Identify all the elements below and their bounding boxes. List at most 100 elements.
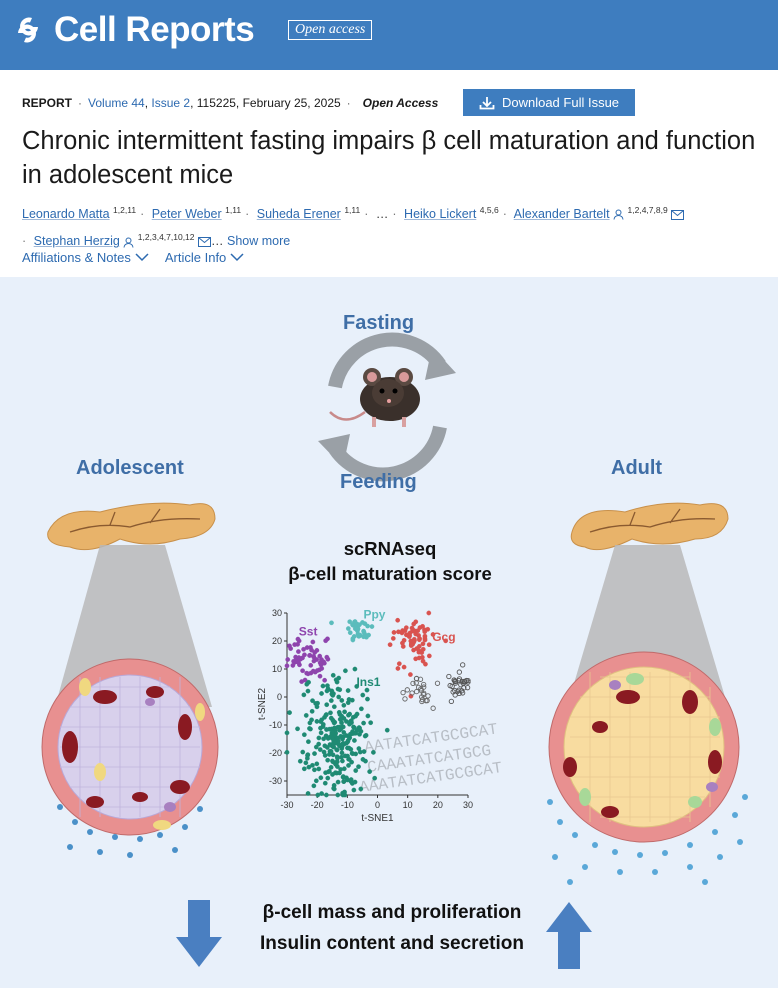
author-link[interactable]: Stephan Herzig <box>33 234 120 249</box>
y-tick-label: 20 <box>272 636 282 646</box>
scatter-point <box>308 645 313 650</box>
email-icon[interactable] <box>671 209 685 220</box>
scatter-point <box>328 698 334 703</box>
scatter-point <box>284 730 290 736</box>
author-affiliations: 1,2,4,7,8,9 <box>627 205 668 215</box>
scatter-point <box>337 687 343 693</box>
scatter-point <box>413 631 419 637</box>
scatter-point <box>400 689 406 696</box>
scatter-point <box>320 683 326 689</box>
scatter-point <box>297 758 303 764</box>
x-tick-label: -20 <box>311 800 324 810</box>
scatter-point <box>413 688 420 695</box>
scatter-point <box>314 648 320 653</box>
cell-reports-logo[interactable]: Cell Reports <box>10 10 255 50</box>
scatter-point <box>430 632 436 637</box>
scatter-point <box>327 768 332 774</box>
y-tick-label: -10 <box>269 720 282 730</box>
scatter-point <box>308 663 314 668</box>
author-link[interactable]: Heiko Lickert <box>404 207 477 222</box>
scatter-point <box>319 691 324 696</box>
author-affiliations: 1,11 <box>225 205 242 215</box>
graphical-abstract: AATATCATGCGCAT CAAATATCATGCG AAATATCATGC… <box>0 277 778 988</box>
scatter-point <box>330 752 336 758</box>
author-link[interactable]: Peter Weber <box>151 207 222 222</box>
journal-name: Cell Reports <box>54 10 255 49</box>
download-full-issue-button[interactable]: Download Full Issue <box>463 89 635 116</box>
scatter-point <box>350 622 355 628</box>
scatter-point <box>340 774 346 779</box>
cluster-label: Sst <box>299 624 318 638</box>
scatter-point <box>411 647 416 653</box>
scatter-point <box>313 778 319 784</box>
scatter-point <box>351 787 357 793</box>
y-tick-label: 0 <box>277 692 282 702</box>
scatter-point <box>426 642 432 648</box>
open-access-label: Open Access <box>362 96 439 110</box>
scatter-point <box>351 725 357 731</box>
tab-article-info[interactable]: Article Info <box>165 250 244 265</box>
scatter-point <box>305 688 311 694</box>
scatter-point <box>314 761 320 767</box>
scatter-point <box>352 666 358 672</box>
x-axis-label: t-SNE1 <box>361 813 394 824</box>
scatter-point <box>365 713 371 719</box>
scatter-point <box>465 679 471 685</box>
scatter-point <box>316 735 322 741</box>
download-label: Download Full Issue <box>501 95 620 110</box>
scatter-point <box>338 734 344 739</box>
chevron-down-icon <box>135 253 149 262</box>
scatter-point <box>425 693 431 699</box>
scatter-point <box>337 770 342 776</box>
scatter-point <box>321 749 327 755</box>
download-icon <box>479 96 495 109</box>
scatter-point <box>345 688 351 693</box>
tab-affiliations[interactable]: Affiliations & Notes <box>22 250 149 265</box>
email-icon[interactable] <box>198 237 211 248</box>
scatter-point <box>302 652 307 658</box>
scatter-point <box>410 680 416 687</box>
scatter-point <box>305 791 311 796</box>
show-more-link[interactable]: Show more <box>226 234 291 249</box>
scatter-point <box>301 732 307 738</box>
separator: · <box>392 207 397 222</box>
scatter-point <box>287 710 292 715</box>
scatter-point <box>361 634 366 640</box>
author-ellipsis: … <box>211 234 224 249</box>
scatter-point <box>365 696 370 702</box>
scatter-point <box>372 775 378 781</box>
issue-link[interactable]: Issue 2 <box>151 96 191 110</box>
scatter-point <box>310 698 315 704</box>
scatter-point <box>404 687 410 693</box>
scatter-point <box>423 661 428 667</box>
cluster-label: Gcg <box>432 630 455 644</box>
scatter-point <box>312 767 317 773</box>
scatter-point <box>345 626 351 631</box>
scatter-point <box>317 653 323 659</box>
author-link[interactable]: Alexander Bartelt <box>513 207 610 222</box>
scatter-point <box>401 664 407 670</box>
scatter-point <box>384 727 390 733</box>
scatter-point <box>449 683 455 690</box>
author-link[interactable]: Suheda Erener <box>256 207 341 222</box>
scatter-point <box>341 716 347 721</box>
scatter-point <box>317 673 323 679</box>
scatter-point <box>346 745 352 751</box>
scatter-point <box>406 633 411 638</box>
cluster-label: Ins1 <box>356 675 380 689</box>
scatter-point <box>396 661 402 667</box>
volume-link[interactable]: Volume 44 <box>88 96 145 110</box>
separator: · <box>364 207 369 222</box>
scatter-point <box>364 687 370 693</box>
scatter-point <box>327 748 333 754</box>
dna-sequence: AATATCATGCGCAT CAAATATCATGCG AAATATCATGC… <box>358 720 503 797</box>
scatter-point <box>330 672 336 678</box>
scatter-point <box>325 775 331 781</box>
scatter-point <box>321 659 326 665</box>
maturation-score-line: β-cell maturation score <box>288 563 492 584</box>
scatter-point <box>340 724 346 730</box>
author-link[interactable]: Leonardo Matta <box>22 207 110 222</box>
scatter-point <box>421 684 427 690</box>
pancreas-right <box>570 502 729 551</box>
scatter-point <box>310 639 316 645</box>
